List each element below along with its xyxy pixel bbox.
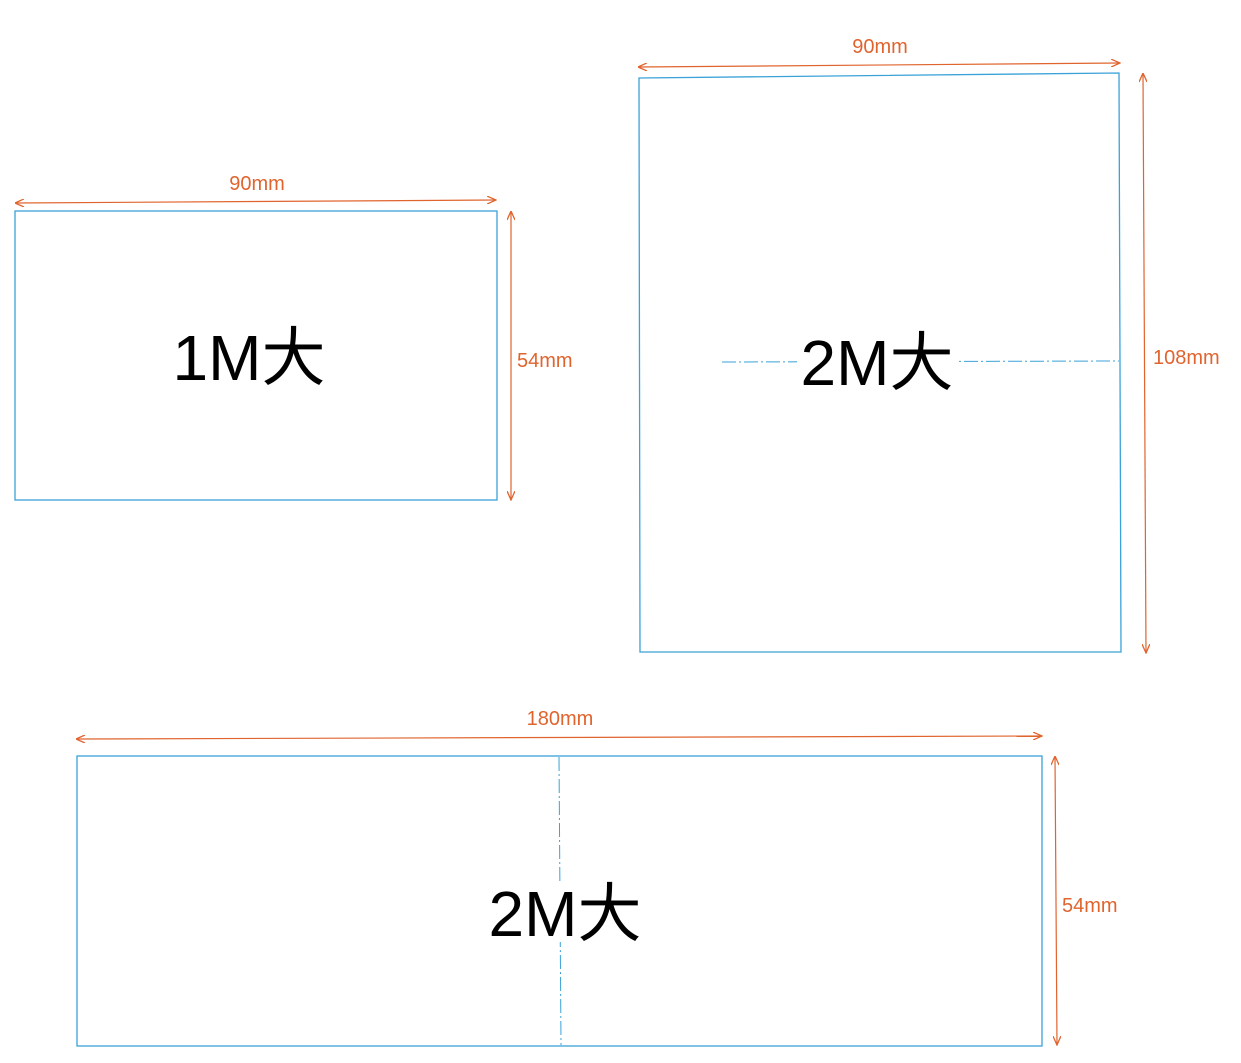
card-2m-vertical-width-dimension bbox=[639, 63, 1120, 67]
card-1m-outline bbox=[14, 210, 498, 501]
card-2m-horizontal-outline bbox=[76, 755, 1043, 1047]
card-1m-size-label: 1M大 bbox=[173, 322, 326, 394]
card-1m-height-label: 54mm bbox=[517, 350, 573, 372]
card-2m-vertical-width-label: 90mm bbox=[852, 36, 908, 58]
card-1m-width-dimension bbox=[16, 200, 496, 203]
card-2m-horizontal-label-backdrop bbox=[486, 882, 646, 942]
card-2m-horizontal-size-label: 2M大 bbox=[489, 878, 642, 950]
card-2m-horizontal-height-label: 54mm bbox=[1062, 895, 1118, 917]
card-2m-vertical-size-label: 2M大 bbox=[801, 327, 954, 399]
card-2m-horizontal-group: 180mm 54mm 2M大 bbox=[76, 708, 1118, 1047]
card-2m-vertical-label-backdrop bbox=[797, 330, 957, 390]
card-2m-horizontal-width-label: 180mm bbox=[527, 708, 594, 730]
card-2m-horizontal-width-dimension bbox=[77, 736, 1042, 739]
card-2m-vertical-group: 90mm 108mm 2M大 bbox=[639, 36, 1220, 653]
card-1m-group: 90mm 54mm 1M大 bbox=[14, 173, 573, 501]
card-2m-horizontal-height-dimension bbox=[1055, 757, 1057, 1045]
card-2m-vertical-height-dimension bbox=[1143, 74, 1146, 653]
card-2m-vertical-outline bbox=[638, 72, 1122, 653]
card-1m-width-label: 90mm bbox=[229, 173, 285, 195]
card-2m-vertical-height-label: 108mm bbox=[1153, 347, 1220, 369]
